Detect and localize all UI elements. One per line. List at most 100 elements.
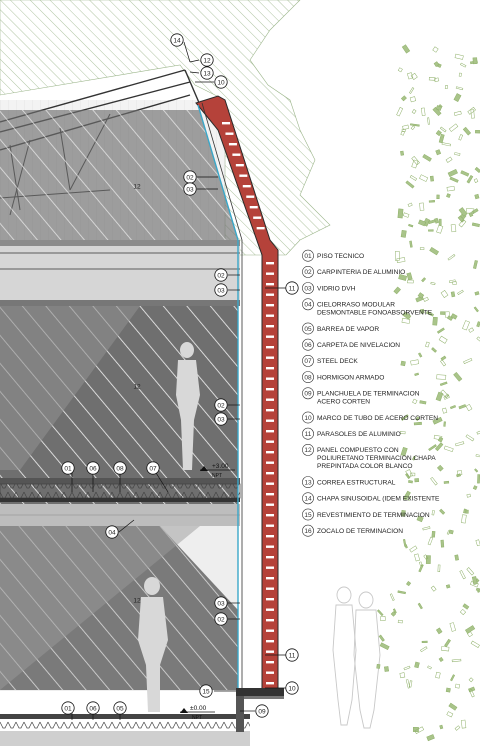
- leaf: [436, 224, 444, 234]
- leaf: [457, 215, 465, 223]
- callout-tag-t11a: 11: [285, 281, 299, 295]
- leaf: [471, 576, 478, 585]
- leaf: [409, 545, 418, 553]
- leaf: [461, 514, 467, 524]
- parasol-slat: [266, 566, 274, 569]
- leaf: [474, 166, 480, 174]
- parasol-slat: [266, 451, 274, 454]
- parasol-slat: [266, 682, 274, 685]
- leaf: [426, 311, 434, 317]
- leaf: [420, 308, 425, 314]
- leaf: [458, 207, 468, 217]
- parasol-slat: [246, 195, 255, 198]
- leaf: [418, 561, 423, 567]
- leaf: [378, 634, 385, 642]
- leaf: [428, 200, 435, 203]
- parasol-slat: [266, 472, 274, 475]
- leaf: [411, 156, 420, 166]
- leaf: [427, 117, 430, 125]
- leaf: [407, 202, 413, 207]
- callout-tag-t01a: 01: [61, 461, 75, 475]
- leaf: [448, 529, 454, 535]
- leaf: [462, 603, 470, 610]
- leaf: [476, 428, 480, 435]
- leaf: [403, 665, 411, 671]
- leaf: [441, 646, 450, 652]
- leaf: [400, 95, 407, 102]
- leaf: [419, 400, 427, 405]
- person-silhouette-upper: [176, 342, 200, 470]
- callout-tag-t02b: 02: [214, 268, 228, 282]
- leaf: [392, 608, 397, 614]
- leaf: [454, 152, 461, 156]
- leaf: [407, 279, 414, 284]
- parasol-slat: [266, 388, 274, 391]
- leaf: [445, 687, 451, 693]
- leaf: [444, 638, 451, 648]
- leaf: [465, 403, 473, 412]
- leaf: [423, 296, 429, 302]
- leaf: [417, 292, 425, 299]
- legend-label: BARREA DE VAPOR: [317, 326, 379, 333]
- leaf: [438, 133, 445, 144]
- leaf: [420, 646, 428, 653]
- callout-tag-t10b: 10: [285, 681, 299, 695]
- leaf: [443, 445, 454, 453]
- leaf: [466, 567, 475, 576]
- parasol-slat: [266, 608, 274, 611]
- leaf: [445, 584, 451, 589]
- callout-tag-t06a: 06: [86, 461, 100, 475]
- leaf: [438, 218, 442, 226]
- leaf: [455, 86, 464, 91]
- leaf: [473, 260, 478, 269]
- leaf: [411, 109, 417, 114]
- leaf: [410, 359, 420, 366]
- legend-number: 07: [304, 358, 312, 365]
- callout-tag-number: 12: [133, 383, 141, 390]
- legend-label: PREPINTADA COLOR BLANCO: [317, 463, 413, 470]
- parasol-slat: [266, 367, 274, 370]
- parasol-slat: [266, 325, 274, 328]
- leaf: [449, 404, 457, 410]
- parasol-slat: [266, 503, 274, 506]
- leaf: [408, 480, 413, 484]
- leaf: [468, 211, 474, 218]
- callout-tag-t08a: 08: [113, 461, 127, 475]
- leaf: [475, 129, 480, 134]
- leaf: [410, 125, 416, 131]
- callout-tag-number: 03: [217, 600, 225, 607]
- leaf: [434, 217, 439, 224]
- couple-silhouette-outline: [332, 586, 381, 729]
- leaf: [432, 416, 443, 425]
- callout-tag-t02c: 02: [214, 398, 228, 412]
- leaf: [468, 688, 475, 698]
- leaf: [421, 640, 428, 644]
- leaf: [396, 107, 404, 117]
- leaf: [436, 464, 444, 472]
- callout-tag-t04: 04: [105, 525, 119, 539]
- leaf: [379, 642, 390, 651]
- leaf: [397, 590, 406, 595]
- parasol-slat: [256, 227, 265, 230]
- leaf: [459, 570, 466, 580]
- leaf: [419, 202, 425, 211]
- leaf: [473, 178, 479, 183]
- leaf: [418, 219, 427, 227]
- legend-number: 09: [304, 391, 312, 398]
- leaf: [476, 321, 480, 328]
- glass-line: [197, 104, 239, 690]
- leaf: [471, 222, 480, 228]
- parasol-slat: [266, 671, 274, 674]
- leaf: [396, 257, 406, 263]
- leaf: [449, 176, 459, 183]
- leaf: [419, 174, 429, 182]
- leaf: [402, 212, 410, 218]
- leaf: [450, 224, 457, 233]
- legend-number: 15: [304, 512, 312, 519]
- legend-number: 03: [304, 285, 312, 292]
- person-silhouette-lower: [138, 577, 168, 712]
